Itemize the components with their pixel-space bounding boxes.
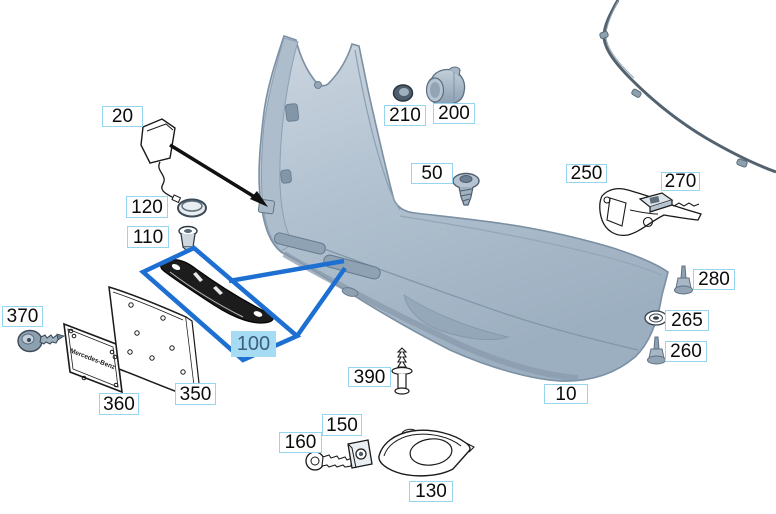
part-label-100[interactable]: 100 <box>231 331 276 357</box>
parking-sensor-drawing <box>425 66 466 105</box>
part-label-260[interactable]: 260 <box>665 341 707 362</box>
washer-265-drawing <box>644 310 668 326</box>
guide-clip-drawing <box>638 192 674 213</box>
part-label-130[interactable]: 130 <box>409 481 453 502</box>
tow-hook-cover-drawing <box>140 118 182 204</box>
screw-50-drawing <box>452 172 480 206</box>
pointer-arrow <box>169 143 268 207</box>
part-label-160[interactable]: 160 <box>279 432 322 453</box>
part-label-20[interactable]: 20 <box>102 106 143 127</box>
part-label-150[interactable]: 150 <box>322 414 362 436</box>
cap-drawing <box>177 198 207 218</box>
bolt-160-drawing <box>305 451 353 471</box>
trim-strip-drawing <box>160 259 274 324</box>
part-label-350[interactable]: 350 <box>175 383 216 405</box>
expansion-rivet-280-drawing <box>674 265 693 295</box>
seal-strip-drawing <box>599 0 776 174</box>
part-label-200[interactable]: 200 <box>433 103 475 124</box>
clip-nut-150-drawing <box>347 439 373 469</box>
part-label-390[interactable]: 390 <box>348 367 391 387</box>
part-label-50[interactable]: 50 <box>411 163 453 184</box>
part-label-110[interactable]: 110 <box>127 226 169 248</box>
license-plate-drawing: Mercedes-Benz <box>63 322 123 394</box>
fog-bezel-drawing <box>378 428 475 477</box>
part-label-120[interactable]: 120 <box>126 196 168 218</box>
plate-screw-drawing <box>17 329 65 353</box>
highlight-callout <box>138 245 347 363</box>
expansion-rivet-260-drawing <box>647 336 666 365</box>
part-label-250[interactable]: 250 <box>566 164 607 183</box>
part-label-10[interactable]: 10 <box>544 384 588 404</box>
part-label-360[interactable]: 360 <box>99 393 139 415</box>
expansion-rivet-390-drawing <box>391 347 413 395</box>
part-label-270[interactable]: 270 <box>661 172 700 191</box>
bumper-cover-drawing <box>257 34 669 382</box>
part-label-265[interactable]: 265 <box>665 310 709 331</box>
sensor-ring-drawing <box>392 84 414 102</box>
part-label-210[interactable]: 210 <box>384 105 426 126</box>
part-label-370[interactable]: 370 <box>2 306 43 327</box>
plate-bracket-drawing <box>108 285 202 402</box>
part-label-280[interactable]: 280 <box>693 269 735 290</box>
